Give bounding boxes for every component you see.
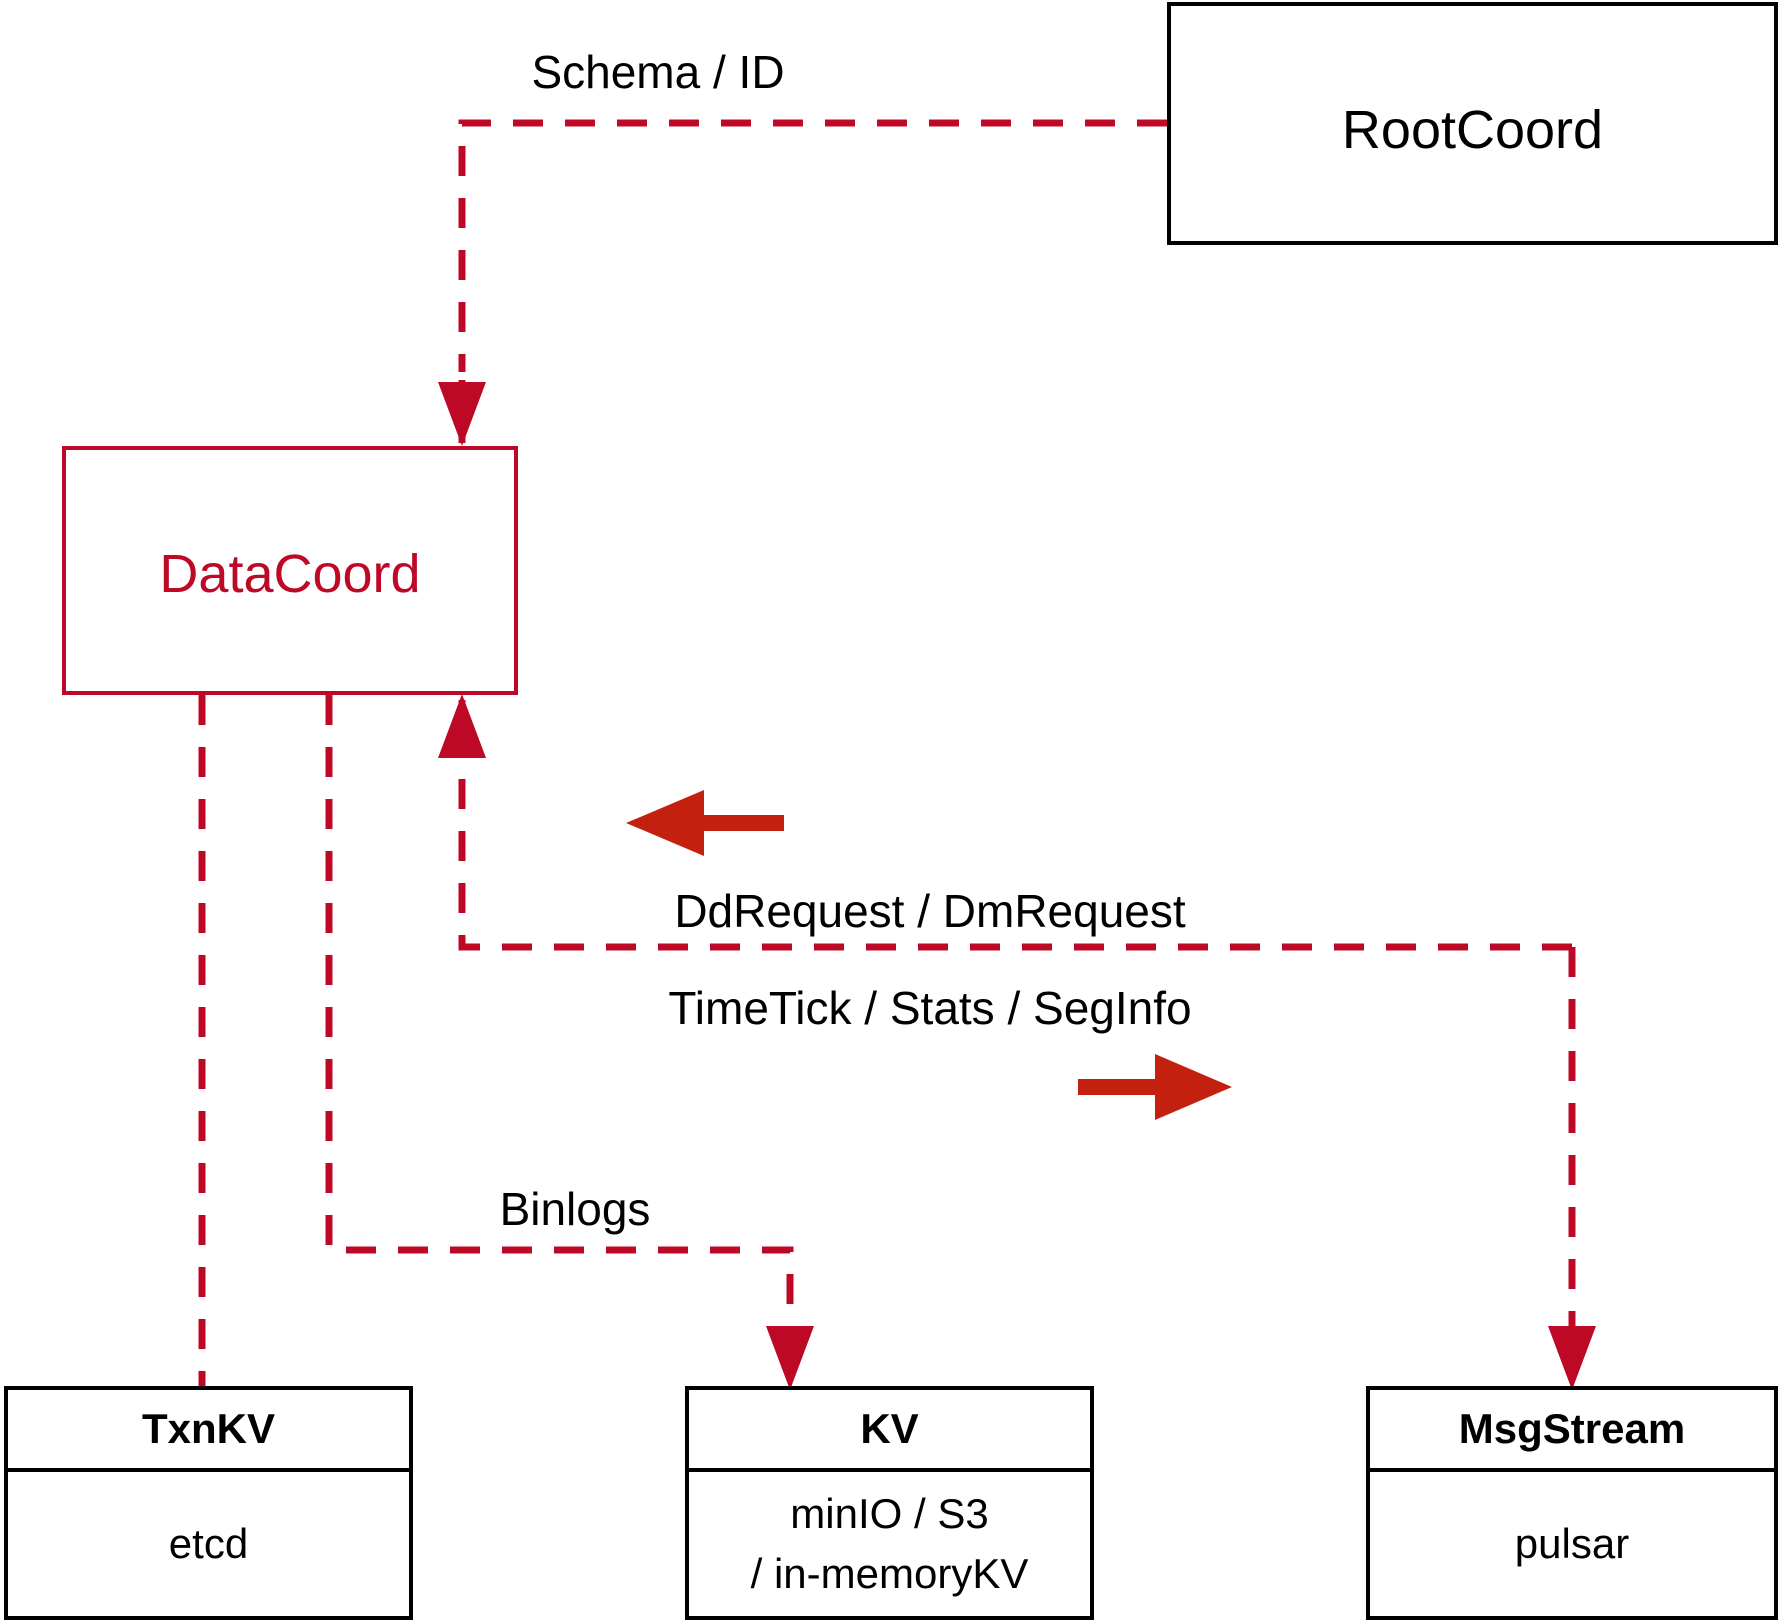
node-datacoord[interactable]: DataCoord <box>62 446 518 695</box>
node-txnkv-body: etcd <box>8 1472 409 1616</box>
node-msgstream-header: MsgStream <box>1370 1390 1774 1472</box>
node-msgstream-body-line: pulsar <box>1514 1519 1630 1567</box>
edge-schema-id <box>438 119 1167 446</box>
node-kv-body: minIO / S3 / in-memoryKV <box>689 1472 1090 1616</box>
direction-arrow-left <box>626 790 784 856</box>
node-kv[interactable]: KV minIO / S3 / in-memoryKV <box>685 1386 1094 1620</box>
edge-label-binlogs: Binlogs <box>499 1183 651 1235</box>
node-msgstream-header-label: MsgStream <box>1458 1405 1686 1452</box>
node-kv-header-label: KV <box>860 1405 919 1452</box>
node-msgstream[interactable]: MsgStream pulsar <box>1366 1386 1778 1620</box>
edge-timetick-stats-seginfo <box>1548 947 1596 1390</box>
node-txnkv-header-label: TxnKV <box>141 1405 275 1452</box>
node-txnkv-body-line: etcd <box>168 1519 249 1567</box>
node-kv-body-line-1: minIO / S3 <box>790 1489 989 1537</box>
node-msgstream-body: pulsar <box>1370 1472 1774 1616</box>
edge-binlogs <box>325 695 814 1390</box>
edge-label-timetick-stats-seginfo: TimeTick / Stats / SegInfo <box>668 982 1192 1034</box>
node-datacoord-label: DataCoord <box>159 544 421 604</box>
edge-ddrequest-dmrequest <box>438 694 1572 951</box>
direction-arrow-right <box>1078 1054 1232 1120</box>
node-txnkv-header: TxnKV <box>8 1390 409 1472</box>
node-rootcoord[interactable]: RootCoord <box>1167 2 1778 245</box>
edge-label-schema-id: Schema / ID <box>531 46 785 98</box>
node-kv-header: KV <box>689 1390 1090 1472</box>
node-kv-body-line-2: / in-memoryKV <box>750 1550 1029 1597</box>
node-rootcoord-label: RootCoord <box>1341 100 1604 160</box>
edge-label-ddrequest-dmrequest: DdRequest / DmRequest <box>674 885 1186 937</box>
node-txnkv[interactable]: TxnKV etcd <box>4 1386 413 1620</box>
